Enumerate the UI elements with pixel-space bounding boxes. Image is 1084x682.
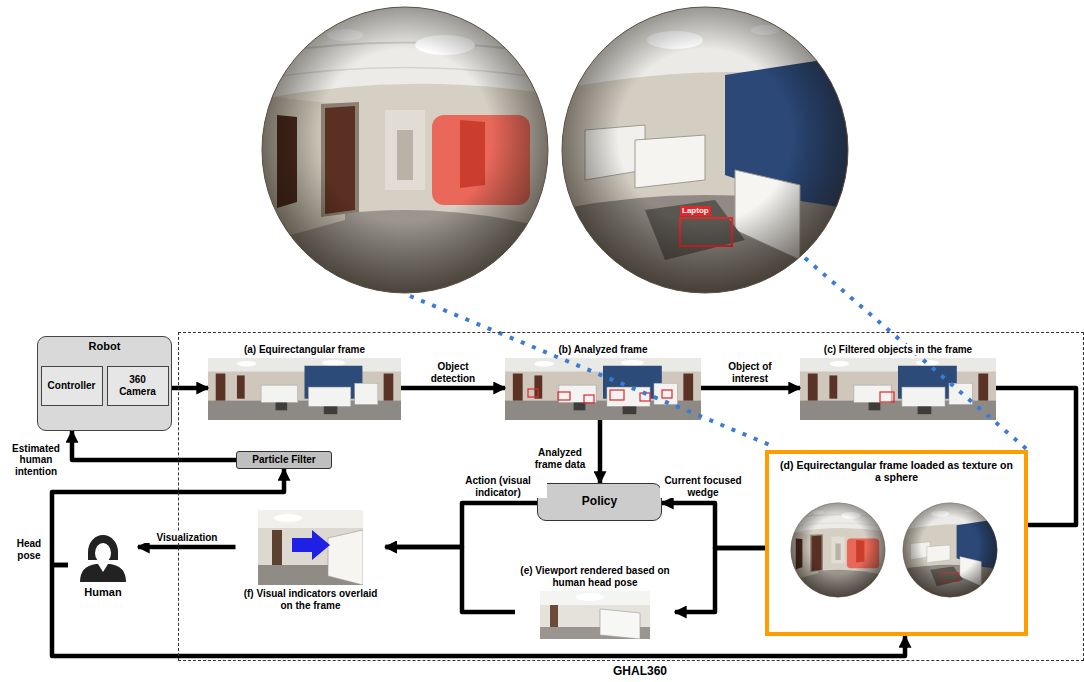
panel-caption: (f) Visual indicators overlaid on the fr…: [236, 588, 386, 611]
system-name: GHAL360: [613, 665, 667, 679]
flow-arrow: [401, 386, 505, 391]
sphere-left: [255, 0, 555, 300]
panorama-image: [800, 358, 996, 420]
flow-arrow: [662, 503, 765, 548]
frame-panel: (f) Visual indicators overlaid on the fr…: [236, 510, 386, 611]
flow-arrow: [386, 547, 516, 612]
process-box: Particle Filter: [236, 451, 332, 469]
edge-label: Object of interest: [719, 361, 781, 384]
frame-panel: (a) Equirectangular frame: [208, 344, 401, 421]
flow-arrow: [996, 388, 1076, 525]
flow-arrow: [72, 431, 236, 460]
flow-arrow: [169, 386, 209, 391]
viewport-image: [540, 591, 650, 639]
frame-images: [208, 358, 996, 639]
flow-arrow: [598, 420, 603, 483]
box-label: 360 Camera: [110, 374, 166, 397]
person-icon: [80, 535, 126, 582]
panorama-image: [208, 358, 401, 420]
panel-caption: (a) Equirectangular frame: [242, 344, 367, 356]
edge-label: Object detection: [422, 361, 484, 384]
flow-arrow: [701, 386, 800, 391]
box-label: Policy: [582, 495, 617, 509]
component-box: 360 Camera: [107, 366, 169, 406]
blue-arrow-indicator: [292, 530, 330, 560]
detection-label: Laptop: [680, 206, 711, 216]
actor: Human: [68, 533, 138, 599]
box-label: Particle Filter: [252, 454, 315, 466]
dotted-links: [410, 258, 1030, 452]
box-label: Controller: [48, 380, 96, 392]
box-heading: Robot: [38, 340, 171, 353]
panel-caption: (d) Equirectangular frame loaded as text…: [777, 459, 1016, 483]
image-area: [800, 358, 996, 420]
panel-caption: (e) Viewport rendered based on human hea…: [515, 565, 675, 588]
panel-caption: (c) Filtered objects in the frame: [822, 344, 974, 356]
small-spheres: [789, 501, 1000, 600]
sphere-small: [901, 501, 1000, 600]
flow-arrow: [52, 469, 284, 565]
edge-label: Head pose: [10, 538, 48, 561]
frame-panel: (b) Analyzed frame: [505, 344, 701, 421]
detection-boxes: [528, 389, 672, 403]
highlight-box: (d) Equirectangular frame loaded as text…: [765, 450, 1028, 636]
edge-label: Action (visual indicator): [449, 475, 547, 498]
edge-label: Analyzed frame data: [529, 447, 591, 470]
image-area: [505, 358, 701, 420]
image-area: [515, 591, 675, 639]
edge-label: Current focused wedge: [660, 475, 746, 498]
sphere-illustration: [255, 0, 855, 300]
flow-arrow: [386, 503, 538, 547]
image-area: [208, 358, 401, 420]
sphere-right: [555, 0, 855, 300]
edge-label: Visualization: [142, 532, 232, 544]
robot-box: RobotController 360 Camera: [37, 336, 172, 431]
frame-panel: (e) Viewport rendered based on human hea…: [515, 565, 675, 639]
flow-arrow: [675, 548, 765, 612]
viewport-image: [258, 510, 363, 585]
actor-label: Human: [84, 586, 121, 599]
flow-arrow: [52, 565, 905, 656]
panel-caption: (b) Analyzed frame: [556, 344, 649, 356]
frame-panel: (c) Filtered objects in the frame: [800, 344, 996, 421]
detection-box: [880, 392, 894, 402]
process-box: Policy: [537, 483, 662, 521]
panorama-image: [505, 358, 701, 420]
flow-arrow: [138, 545, 236, 550]
sphere-small: [789, 501, 888, 600]
system-boundary: GHAL360 (a) Equirectangular frame (b) Anal…: [178, 332, 1084, 682]
component-box: Controller: [41, 366, 103, 406]
image-area: [236, 510, 386, 585]
edge-label: Estimated human intention: [7, 443, 65, 478]
